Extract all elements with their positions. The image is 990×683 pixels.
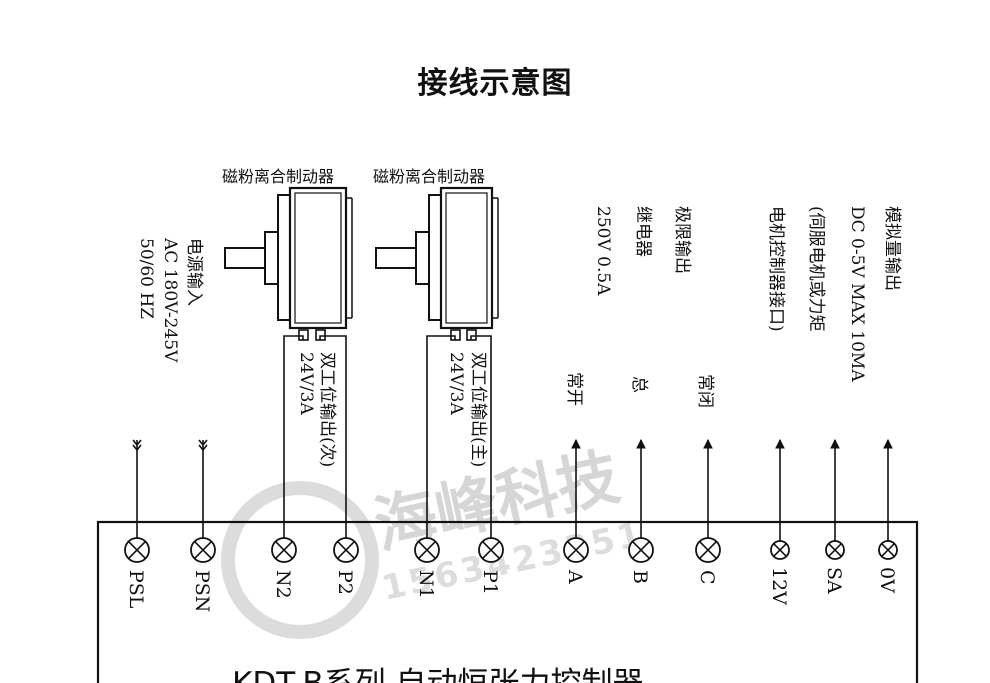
analog-label-line3: (伺服电机或力矩 — [806, 206, 826, 332]
terminal-label: PSL — [125, 570, 147, 609]
limit-label-line2: 继电器 — [633, 206, 653, 257]
output-main-label-line2: 24V/3A — [446, 352, 466, 415]
terminal-label: PSN — [191, 570, 213, 612]
terminal-psn: PSN — [190, 439, 216, 612]
power-label-line3: 50/60 HZ — [136, 238, 156, 319]
terminal-n1: N1 — [414, 537, 440, 599]
terminal-label: SA — [823, 567, 845, 594]
terminal-0v: 0V — [876, 438, 898, 593]
controller-title: KDT-B系列 自动恒张力控制器 — [232, 666, 644, 683]
terminal-label: 12V — [768, 567, 790, 605]
output-sub-label-line1: 双工位输出(次) — [317, 352, 337, 467]
terminal-b: B — [628, 438, 654, 584]
terminal-sa: SA — [823, 438, 845, 594]
watermark-logo: 海峰科技 1563423351 — [221, 440, 648, 639]
power-label-line2: AC 180V-245V — [160, 237, 180, 363]
analog-label-line4: 电机控制器接口) — [766, 206, 786, 332]
brake-label-secondary: 磁粉离合制动器 — [222, 167, 334, 186]
brake-label-main: 磁粉离合制动器 — [373, 167, 485, 186]
terminal-label: 0V — [876, 567, 898, 593]
relay-label-c: 常闭 — [695, 374, 715, 408]
relay-label-b: 总 — [629, 376, 649, 393]
terminal-12v: 12V — [768, 438, 790, 605]
brake-wires — [283, 335, 492, 540]
terminal-n2: N2 — [271, 537, 297, 599]
terminal-p1: P1 — [478, 537, 504, 595]
terminal-label: N1 — [415, 570, 437, 599]
output-sub-label-line2: 24V/3A — [296, 352, 316, 415]
terminal-label: A — [564, 569, 586, 584]
terminal-label: P1 — [479, 570, 501, 595]
limit-label-line1: 极限输出 — [672, 206, 692, 274]
limit-label-line3: 250V 0.5A — [593, 206, 613, 296]
relay-label-a: 常开 — [564, 372, 584, 406]
terminal-p2: P2 — [333, 537, 359, 595]
terminal-label: P2 — [334, 570, 356, 595]
controller-box — [96, 520, 919, 683]
brake-main: 磁粉离合制动器 — [373, 167, 499, 341]
terminal-label: N2 — [272, 570, 294, 599]
analog-label-line2: DC 0-5V MAX 10MA — [847, 206, 867, 382]
terminal-label: C — [696, 570, 718, 585]
terminal-c: C — [695, 438, 721, 585]
terminal-label: B — [629, 570, 651, 584]
terminal-psl: PSL — [124, 439, 150, 609]
terminal-a: A — [563, 438, 589, 584]
output-main-label-line1: 双工位输出(主) — [468, 352, 488, 467]
power-label-line1: 电源输入 — [184, 238, 204, 306]
terminal-row: PSL PSN N2 P2 N1 P1 A B C 12V SA 0V — [124, 438, 898, 612]
analog-label-line1: 模拟量输出 — [882, 206, 902, 291]
brake-secondary: 磁粉离合制动器 — [222, 167, 353, 341]
diagram-title: 接线示意图 — [417, 66, 573, 101]
